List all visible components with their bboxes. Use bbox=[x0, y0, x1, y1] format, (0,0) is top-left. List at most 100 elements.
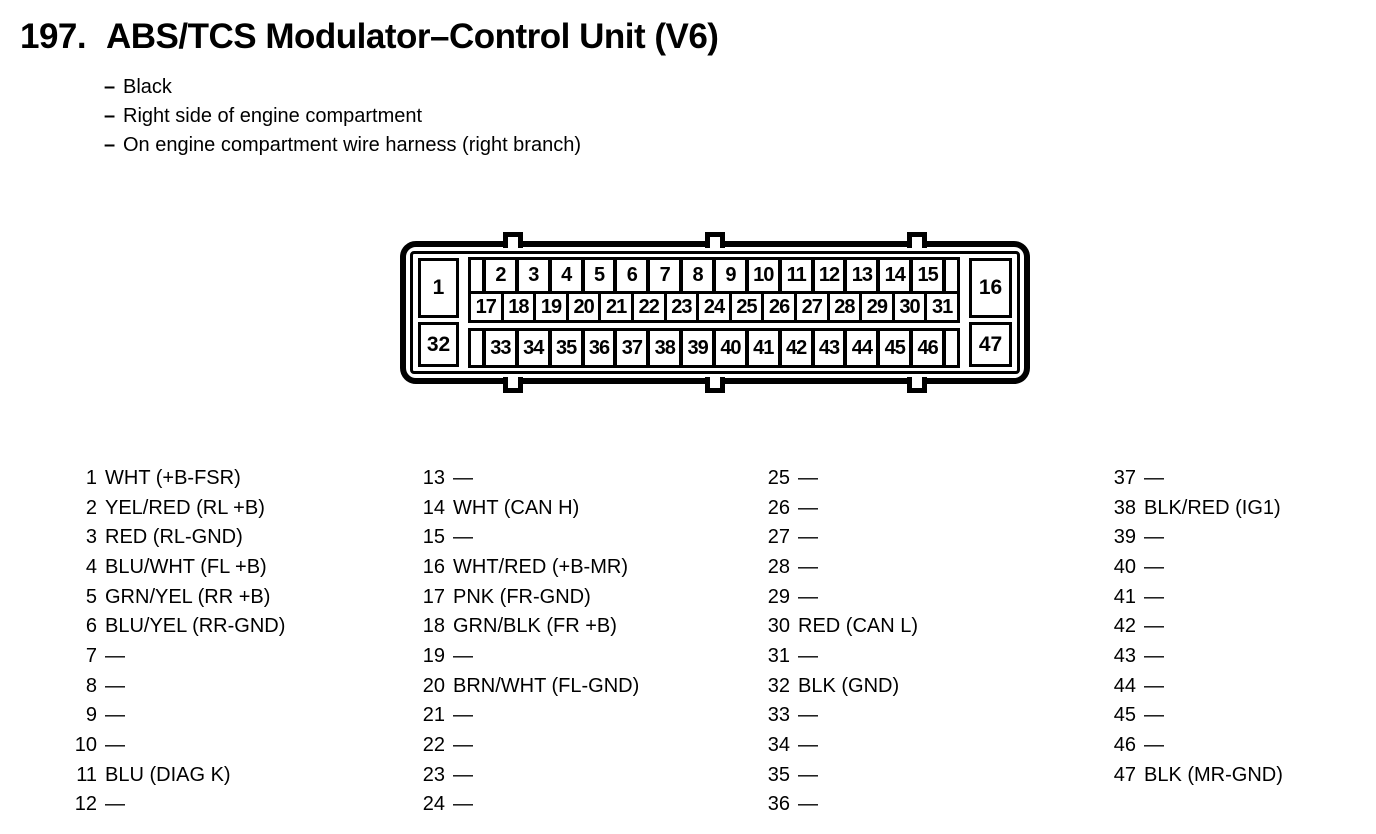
pin-list-row: 26— bbox=[760, 494, 918, 524]
connector-pin-cell: 42 bbox=[781, 331, 811, 365]
pin-list-row: 43 — bbox=[1106, 642, 1283, 672]
connector-pin-cell: 9 bbox=[716, 260, 745, 291]
connector-pin-cell: 19 bbox=[536, 294, 566, 320]
pin-list-row: 7— bbox=[67, 642, 285, 672]
pin-list-row: 24— bbox=[415, 790, 639, 820]
pin-number: 14 bbox=[422, 496, 445, 519]
pin-wire-description: BRN/WHT (FL-GND) bbox=[453, 674, 640, 697]
connector-pin-cell: 4 bbox=[551, 260, 581, 291]
connector-blank-cell bbox=[471, 331, 482, 365]
pin-number: 40 bbox=[1113, 555, 1136, 578]
pin-list-row: 23— bbox=[415, 761, 639, 791]
connector-pin-cell: 34 bbox=[518, 331, 548, 365]
pin-wire-description: — bbox=[1144, 526, 1164, 549]
connector-pin-cell: 37 bbox=[617, 331, 647, 365]
connector-pin-cell: 32 bbox=[418, 322, 459, 367]
connector-pin-cell: 2 bbox=[486, 260, 515, 291]
note-text: On engine compartment wire harness (righ… bbox=[123, 133, 581, 156]
connector-left-column: 1 32 bbox=[418, 258, 459, 367]
connector-pin-cell: 5 bbox=[584, 260, 614, 291]
pin-number: 46 bbox=[1113, 733, 1136, 756]
connector-pin-cell: 15 bbox=[913, 260, 943, 291]
connector-pin-cell: 38 bbox=[650, 331, 680, 365]
pin-wire-description: — bbox=[453, 467, 473, 489]
pin-list-row: 42— bbox=[1106, 612, 1283, 642]
connector-row-top: 2 3 4 5 6 7 8 bbox=[471, 260, 957, 291]
pin-list-row: 21— bbox=[415, 701, 639, 731]
pin-wire-description: — bbox=[105, 644, 125, 667]
pin-number: 39 bbox=[1113, 526, 1136, 549]
pin-number: 43 bbox=[1113, 644, 1136, 667]
connector-pin-cell: 31 bbox=[927, 294, 957, 320]
pin-wire-description: — bbox=[798, 526, 818, 549]
pin-number: 1 bbox=[85, 467, 97, 489]
pin-number: 21 bbox=[422, 704, 445, 727]
pin-number: 47 bbox=[1113, 763, 1136, 786]
section-number: 197. bbox=[20, 17, 87, 56]
pin-number: 42 bbox=[1113, 615, 1136, 638]
note-text: Black bbox=[123, 76, 172, 98]
connector-pin-cell: 46 bbox=[913, 331, 943, 365]
connector-pin-cell: 36 bbox=[584, 331, 614, 365]
connector-pin-cell: 40 bbox=[716, 331, 745, 365]
pin-wire-description: — bbox=[1144, 644, 1164, 667]
pin-wire-description: YEL/RED (RL +B) bbox=[105, 496, 265, 519]
pin-wire-description: — bbox=[798, 467, 818, 489]
connector-pin-cell: 45 bbox=[880, 331, 910, 365]
pin-number: 18 bbox=[422, 615, 445, 638]
pin-wire-description: — bbox=[105, 733, 125, 756]
pin-number: 13 bbox=[422, 467, 445, 489]
note-dash: – bbox=[104, 76, 116, 98]
connector-lock-tab bbox=[503, 377, 523, 393]
pin-list-row: 10— bbox=[67, 731, 285, 761]
connector-pin-cell: 10 bbox=[748, 260, 778, 291]
pin-number: 30 bbox=[767, 615, 790, 638]
connector-inner-shell: 1 32 16 47 2 3 4 bbox=[410, 251, 1020, 374]
pin-list-row: 36— bbox=[760, 790, 918, 820]
pin-number: 28 bbox=[767, 555, 790, 578]
pin-list-row: 19— bbox=[415, 642, 639, 672]
pin-wire-description: — bbox=[1144, 467, 1164, 489]
connector-pin-cell: 12 bbox=[814, 260, 844, 291]
pin-wire-description: — bbox=[105, 674, 125, 697]
connector-pin-cell: 35 bbox=[551, 331, 581, 365]
pin-number: 3 bbox=[85, 526, 97, 549]
pin-number: 44 bbox=[1113, 674, 1136, 697]
pin-wire-description: — bbox=[798, 555, 818, 578]
connector-pin-cell: 44 bbox=[847, 331, 877, 365]
connector-pin-cell: 47 bbox=[969, 322, 1012, 367]
pin-number: 9 bbox=[85, 704, 97, 727]
pin-number: 17 bbox=[422, 585, 445, 608]
pin-wire-description: PNK (FR-GND) bbox=[453, 585, 591, 608]
pin-list-row: 45— bbox=[1106, 701, 1283, 731]
pin-number: 24 bbox=[422, 793, 445, 816]
pin-wire-description: WHT/RED (+B-MR) bbox=[453, 555, 628, 578]
pin-list-row: 8— bbox=[67, 672, 285, 702]
pin-wire-description: GRN/YEL (RR +B) bbox=[105, 585, 271, 608]
connector-row-bottom: 33 34 35 36 37 38 39 40 bbox=[486, 331, 943, 365]
pin-list-row: 35— bbox=[760, 761, 918, 791]
pin-wire-description: WHT (CAN H) bbox=[453, 496, 580, 519]
pin-number: 12 bbox=[74, 793, 97, 816]
connector-pin-cell: 20 bbox=[568, 294, 599, 320]
pin-wire-description: — bbox=[453, 526, 473, 549]
connector-pin-cell: 17 bbox=[471, 294, 501, 320]
connector-lower-block: 33 34 35 36 37 38 39 40 bbox=[468, 328, 960, 368]
pin-list-row: 12— bbox=[67, 790, 285, 820]
pin-wire-description: RED (CAN L) bbox=[798, 615, 919, 638]
pin-list-row: 31— bbox=[760, 642, 918, 672]
pin-number: 38 bbox=[1113, 496, 1136, 519]
pin-number: 7 bbox=[85, 644, 97, 667]
pin-number: 4 bbox=[85, 555, 97, 578]
